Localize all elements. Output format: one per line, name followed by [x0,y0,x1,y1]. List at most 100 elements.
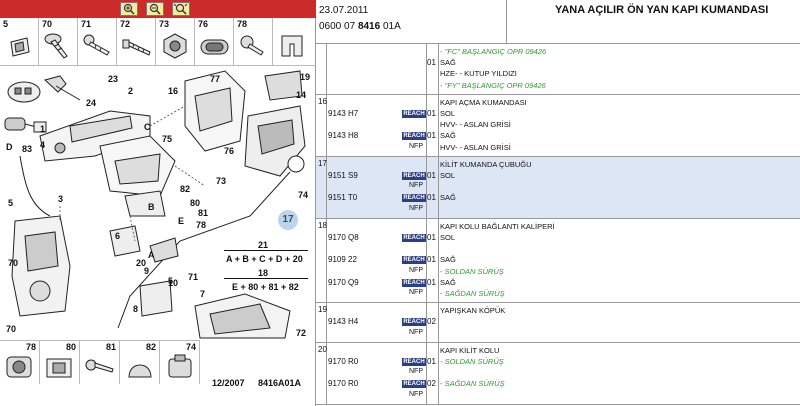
row-index: 20 [318,344,327,354]
thumb-number: 80 [66,342,77,352]
column-divider [438,342,439,404]
thumb-number: 82 [146,342,157,352]
part-description: SOL [440,108,456,118]
thumb-71[interactable]: 71 [78,18,117,66]
thumb-81[interactable]: 81 [80,340,120,384]
part-reference[interactable]: 9143 H8 [328,131,359,141]
callout-B: B [148,202,155,212]
callout-82: 82 [180,184,191,194]
thumb-clip[interactable] [273,18,316,66]
quantity: 01 [427,58,436,68]
callout-7: 7 [200,289,206,299]
column-divider [438,44,439,94]
nfp-label: NFP [409,266,423,274]
callout-D: D [6,142,13,152]
thumb-74-bottom[interactable]: 74 [160,340,200,384]
reach-badge[interactable]: REACH [402,132,426,141]
callout-75: 75 [162,134,173,144]
formula-18-expression: E + 80 + 81 + 82 [232,282,299,292]
thumb-5[interactable]: 5 [0,18,39,66]
callout-14: 14 [296,90,307,100]
quantity: 01 [427,108,436,118]
callout-77: 77 [210,74,221,84]
header-code-bold: 8416 [357,21,381,32]
part-description: SAĞ [440,255,456,265]
thumb-76[interactable]: 76 [195,18,234,66]
part-description: HZE- - KUTUP YILDIZI [440,69,517,79]
variant-note: - SAĞDAN SÜRÜŞ [440,288,505,298]
callout-17-highlight[interactable]: 17 [278,210,298,230]
part-reference[interactable]: 9143 H4 [328,317,359,327]
part-reference[interactable]: 9170 Q8 [328,232,359,242]
part-reference[interactable]: 9143 H7 [328,108,359,118]
quantity: 01 [427,193,436,203]
grommet-part-icon [6,356,32,378]
column-divider [426,44,427,94]
reach-badge[interactable]: REACH [402,318,426,327]
part-description: SOL [440,170,456,180]
part-reference[interactable]: 9170 R0 [328,379,359,389]
callout-74: 74 [298,190,309,200]
row-index: 17 [318,158,327,168]
nfp-label: NFP [409,368,423,376]
callout-19: 19 [300,72,311,82]
callout-C: C [144,122,151,132]
thumb-78[interactable]: 78 [234,18,273,66]
reach-badge[interactable]: REACH [402,194,426,203]
column-divider [438,156,439,218]
callout-16: 16 [168,86,179,96]
thumb-number: 78 [237,19,248,29]
formula-18-number: 18 [258,268,269,278]
callout-23: 23 [108,74,119,84]
callout-E: E [178,216,185,226]
header-date: 23.07.2011 [319,5,369,16]
column-divider [438,218,439,303]
reach-badge[interactable]: REACH [402,278,426,287]
thumb-72[interactable]: 72 [117,18,156,66]
callout-24: 24 [86,98,97,108]
thumb-number: 70 [42,19,53,29]
part-reference[interactable]: 9151 T0 [328,193,358,203]
zoom-fit-button[interactable] [172,2,190,16]
thumb-80[interactable]: 80 [40,340,80,384]
callout-72: 72 [296,328,307,338]
part-description: HVV- - ASLAN GRİSİ [440,142,511,152]
callout-5a: 5 [8,198,14,208]
reach-badge[interactable]: REACH [402,380,426,389]
callout-8: 8 [133,304,139,314]
nfp-label: NFP [409,142,423,150]
callout-6: 6 [115,231,121,241]
thumb-82[interactable]: 82 [120,340,160,384]
quantity: 01 [427,170,436,180]
part-reference[interactable]: 9109 22 [328,255,357,265]
part-description: HVV- - ASLAN GRİSİ [440,120,511,130]
part-reference[interactable]: 9170 Q9 [328,277,359,287]
part-description: SAĞ [440,58,456,68]
thumb-78-bottom[interactable]: 78 [0,340,40,384]
zoom-out-button[interactable] [146,2,164,16]
variant-note: - "FY" BAŞLANGIÇ OPR 09426 [440,80,546,90]
column-divider [426,156,427,218]
reach-badge[interactable]: REACH [402,256,426,265]
reach-badge[interactable]: REACH [402,357,426,366]
reach-badge[interactable]: REACH [402,109,426,118]
thumb-73[interactable]: 73 [156,18,195,66]
thumb-number: 74 [186,342,197,352]
reach-badge[interactable]: REACH [402,233,426,242]
part-description: SAĞ [440,193,456,203]
exploded-diagram-panel: 5 70 71 72 73 76 78 [0,0,316,406]
magnifier-arrows-icon [173,3,188,15]
column-divider [438,94,439,156]
zoom-in-button[interactable] [120,2,138,16]
thumb-70[interactable]: 70 [39,18,78,66]
part-reference[interactable]: 9151 S9 [328,170,358,180]
thumb-number: 73 [159,19,170,29]
part-reference[interactable]: 9170 R0 [328,356,359,366]
reach-badge[interactable]: REACH [402,171,426,180]
